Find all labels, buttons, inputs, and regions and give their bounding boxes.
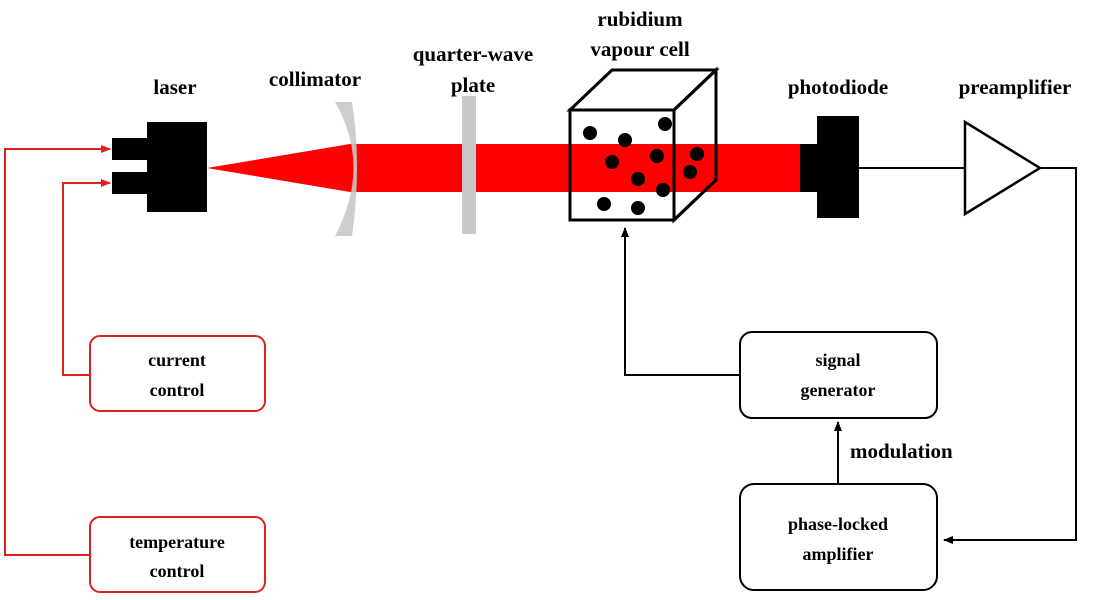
quarter-wave-label-line2: plate (451, 73, 495, 97)
signal-generator-box (739, 331, 938, 419)
rubidium-label-line2: vapour cell (590, 37, 690, 61)
photodiode-label: photodiode (788, 75, 888, 99)
phase-locked-amplifier-box (739, 483, 938, 591)
temperature-control-wire (4, 145, 111, 556)
photodiode-icon (800, 116, 859, 218)
beam-cone (207, 144, 350, 192)
phase-locked-amplifier-label-line1: phase-locked (788, 514, 888, 534)
siggen-to-cell-wire (621, 227, 740, 376)
signal-generator-label-line1: signal (815, 350, 860, 370)
current-control-wire (62, 179, 111, 376)
laser-icon (112, 122, 207, 212)
laser-label: laser (153, 75, 196, 99)
preamplifier-label: preamplifier (959, 75, 1072, 99)
collimator-label: collimator (269, 67, 361, 91)
phase-locked-amplifier-label-line2: amplifier (803, 544, 874, 564)
modulation-label: modulation (850, 439, 953, 463)
current-control-label-line1: current (148, 350, 206, 370)
temperature-control-label-line1: temperature (129, 532, 225, 552)
current-control-box (89, 335, 266, 412)
rubidium-label-line1: rubidium (597, 7, 683, 31)
rubidium-cell (566, 66, 720, 224)
signal-generator-label-line2: generator (801, 380, 876, 400)
rubidium-atoms (583, 117, 704, 215)
quarter-wave-label-line1: quarter-wave (413, 42, 534, 66)
temperature-control-box (89, 516, 266, 593)
preamplifier-icon (963, 119, 1043, 217)
collimator-lens (335, 102, 357, 236)
quarter-wave-plate (462, 96, 476, 234)
preamp-to-lockin-wire (943, 167, 1077, 544)
current-control-label-line2: control (150, 380, 205, 400)
temperature-control-label-line2: control (150, 561, 205, 581)
